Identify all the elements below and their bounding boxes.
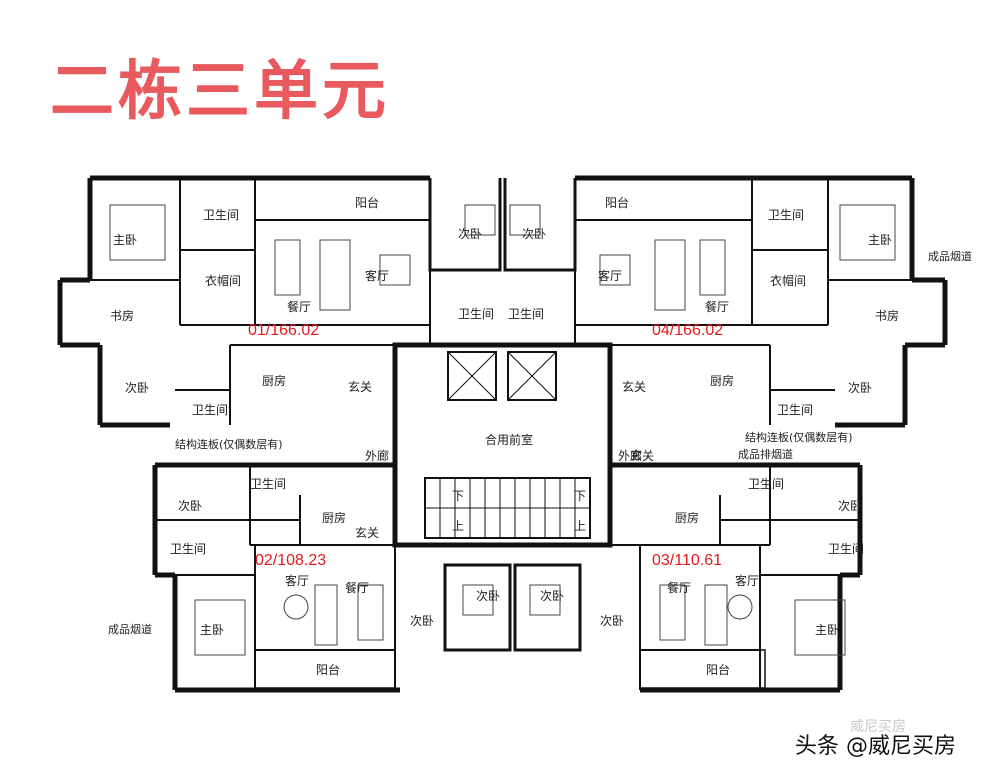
stair-down-left: 下 — [452, 489, 464, 503]
corridor-left: 外廊 — [365, 448, 389, 463]
room-bathroom-04: 卫生间 — [768, 208, 804, 222]
room-bath-01b: 卫生间 — [192, 403, 228, 417]
room-bath-03b: 卫生间 — [828, 542, 864, 556]
watermark-ghost: 威尼买房 — [850, 719, 906, 735]
room-bathroom-01: 卫生间 — [203, 208, 239, 222]
room-bedroom-02b: 次卧 — [410, 614, 434, 628]
room-bedroom-center-4: 次卧 — [540, 589, 564, 603]
unit-label-04: 04/166.02 — [652, 322, 723, 339]
corridor-right: 外廊 — [618, 448, 642, 463]
flue-left: 成品烟道 — [108, 622, 152, 636]
structural-slab-left: 结构连板(仅偶数层有) — [175, 437, 283, 451]
room-study-04: 书房 — [875, 308, 899, 323]
room-bedroom-03: 次卧 — [838, 499, 862, 513]
stair-up-right: 上 — [574, 519, 586, 533]
room-kitchen-01: 厨房 — [262, 373, 286, 388]
room-bath-02: 卫生间 — [250, 477, 286, 491]
flue-right: 成品烟道 — [928, 249, 972, 263]
structural-slab-right: 结构连板(仅偶数层有) — [745, 430, 853, 444]
room-kitchen-04: 厨房 — [710, 373, 734, 388]
exhaust-flue: 成品排烟道 — [738, 447, 793, 461]
room-closet-04: 衣帽间 — [770, 273, 806, 288]
room-foyer-02: 玄关 — [355, 525, 379, 540]
room-bedroom-01: 次卧 — [125, 381, 149, 395]
room-bedroom-center-1: 次卧 — [458, 227, 482, 241]
room-living-04: 客厅 — [598, 268, 622, 283]
stair-up-left: 上 — [452, 519, 464, 533]
room-master-02: 主卧 — [200, 623, 224, 637]
room-living-03: 客厅 — [735, 573, 759, 588]
room-balcony-03: 阳台 — [706, 662, 730, 677]
room-living-02: 客厅 — [285, 573, 309, 588]
room-bath-03: 卫生间 — [748, 477, 784, 491]
room-foyer-03: 玄关 — [630, 448, 654, 463]
page-title: 二栋三单元 — [50, 55, 390, 129]
stair-down-right: 下 — [574, 489, 586, 503]
watermark: 头条 @威尼买房 — [795, 734, 956, 759]
room-dining-02: 餐厅 — [345, 580, 369, 595]
room-living-01: 客厅 — [365, 268, 389, 283]
room-master-bedroom-04: 主卧 — [868, 233, 892, 247]
room-dining-03: 餐厅 — [667, 580, 691, 595]
shared-lobby: 合用前室 — [485, 432, 533, 447]
room-balcony-01: 阳台 — [355, 195, 379, 210]
room-balcony-02: 阳台 — [316, 662, 340, 677]
unit-label-03: 03/110.61 — [652, 552, 722, 569]
room-bath-center-1: 卫生间 — [458, 307, 494, 321]
room-balcony-04: 阳台 — [605, 195, 629, 210]
unit-label-02: 02/108.23 — [255, 552, 326, 569]
room-master-03: 主卧 — [815, 623, 839, 637]
room-closet-01: 衣帽间 — [205, 273, 241, 288]
room-dining-04: 餐厅 — [705, 299, 729, 314]
room-kitchen-03: 厨房 — [675, 510, 699, 525]
unit-label-01: 01/166.02 — [248, 322, 319, 339]
walls — [57, 175, 948, 693]
room-foyer-01: 玄关 — [348, 379, 372, 394]
room-master-bedroom-01: 主卧 — [113, 233, 137, 247]
room-bedroom-center-3: 次卧 — [476, 589, 500, 603]
room-bath-center-2: 卫生间 — [508, 307, 544, 321]
furniture — [109, 204, 896, 656]
room-bedroom-04: 次卧 — [848, 381, 872, 395]
room-study-01: 书房 — [110, 308, 134, 323]
room-bath-02b: 卫生间 — [170, 542, 206, 556]
room-bath-04b: 卫生间 — [777, 403, 813, 417]
room-bedroom-02: 次卧 — [178, 499, 202, 513]
room-kitchen-02: 厨房 — [322, 510, 346, 525]
room-foyer-04: 玄关 — [622, 379, 646, 394]
room-dining-01: 餐厅 — [287, 299, 311, 314]
room-bedroom-center-2: 次卧 — [522, 227, 546, 241]
room-bedroom-03b: 次卧 — [600, 614, 624, 628]
